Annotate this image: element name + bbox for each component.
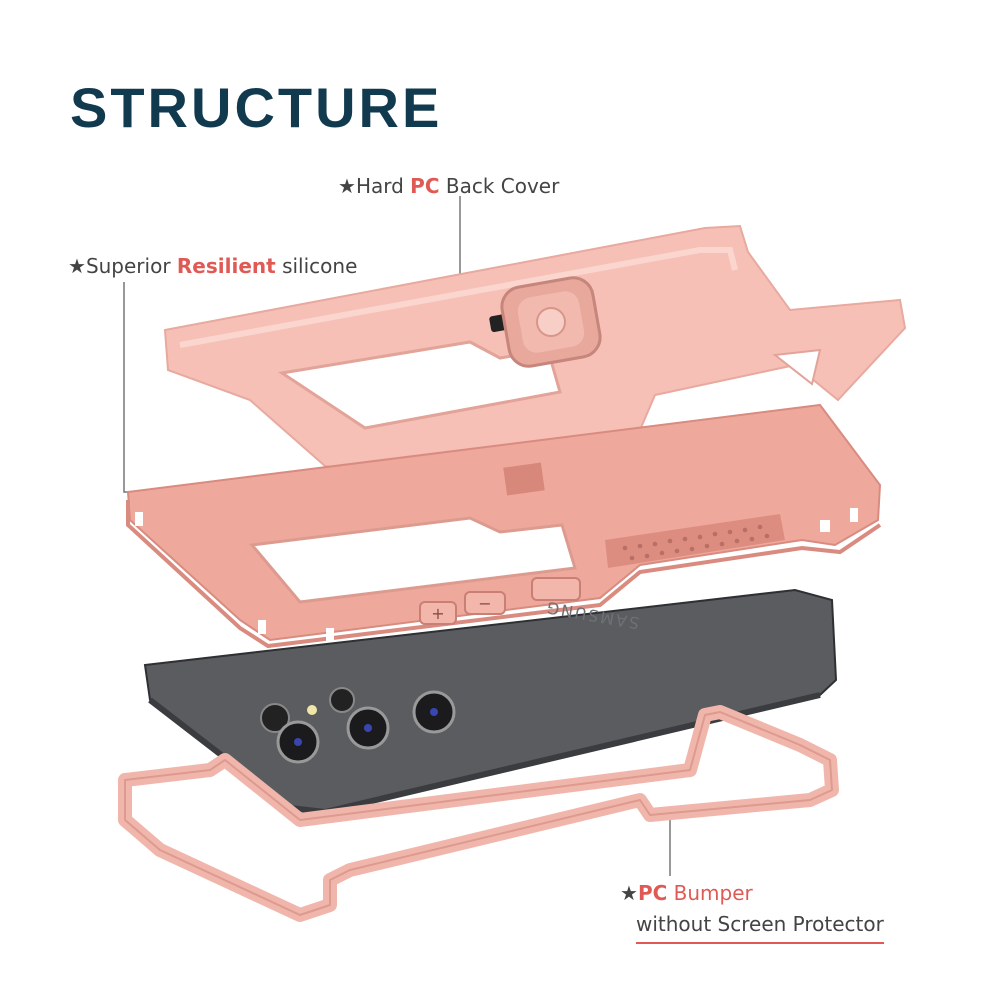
phone-device: SAMSUNG [143,588,838,816]
camera-cutout [249,516,577,604]
silicone-inner-layer [126,403,882,649]
bumper-label-line2: without Screen Protector [636,909,884,944]
star-icon: ★ [338,174,356,198]
leader-line-silicone [123,282,140,493]
page-title: STRUCTURE [70,76,443,139]
star-icon: ★ [68,254,86,278]
minus-icon: − [478,594,491,613]
silicone-label: ★Superior Resilient silicone [68,254,357,278]
silicone-label-post: silicone [275,254,358,278]
bumper-label: ★PC Bumper without Screen Protector [620,878,884,944]
silicone-highlight: Resilient [176,254,276,278]
back-cover-highlight: PC [410,174,440,198]
plus-icon: + [431,604,444,623]
camera-lenses-icon [260,687,456,764]
volume-buttons: + − [419,577,581,625]
bumper-label-post: Bumper [667,881,753,905]
silicone-label-pre: Superior [85,254,177,278]
bumper-highlight: PC [637,881,668,905]
back-cover-label-post: Back Cover [439,174,560,198]
pc-bumper [118,705,839,922]
ring-holder-icon [489,276,602,368]
back-cover-label-pre: Hard [355,174,411,198]
back-cover-label: ★Hard PC Back Cover [338,174,559,198]
star-icon: ★ [620,881,638,905]
